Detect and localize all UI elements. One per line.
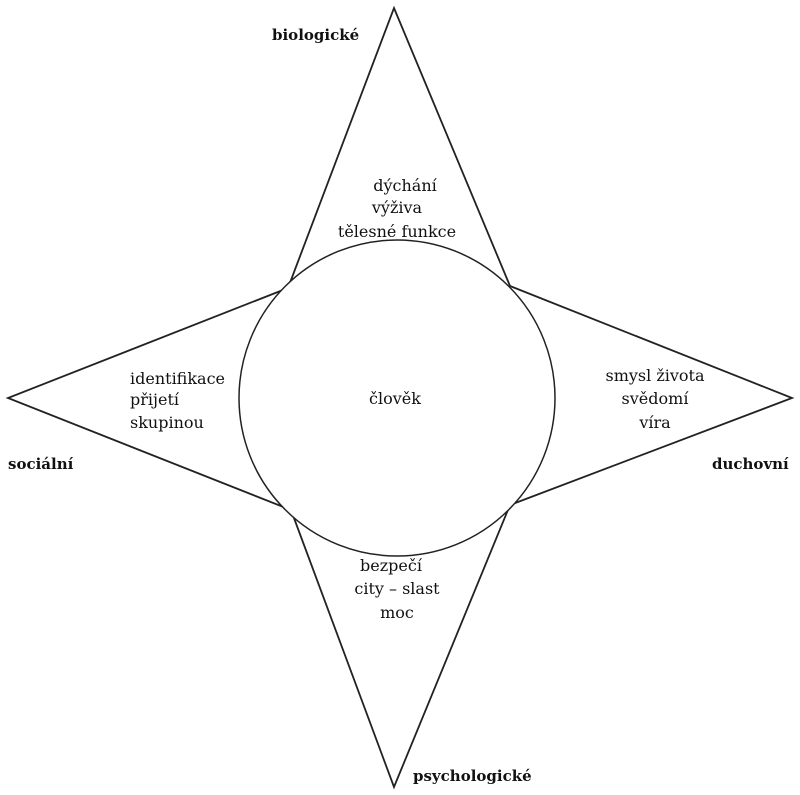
center-label: člověk [369, 389, 421, 408]
label-social: sociální [8, 455, 74, 473]
top-item-3: tělesné funkce [338, 222, 456, 241]
left-item-3: skupinou [130, 413, 204, 432]
top-item-2: výživa [371, 198, 423, 217]
top-item-1: dýchání [373, 176, 437, 195]
left-item-2: přijetí [130, 390, 180, 409]
center-circle [238, 239, 556, 557]
left-item-1: identifikace [130, 369, 225, 388]
bottom-item-1: bezpečí [360, 556, 423, 575]
right-item-3: víra [638, 413, 671, 432]
label-spiritual: duchovní [712, 455, 789, 473]
label-biological: biologické [272, 26, 359, 44]
bottom-item-3: moc [380, 603, 414, 622]
star-outline [5, 5, 795, 790]
right-item-1: smysl života [605, 366, 704, 385]
bottom-item-2: city – slast [354, 579, 440, 598]
right-item-2: svědomí [622, 389, 690, 408]
label-psychological: psychologické [413, 767, 532, 785]
